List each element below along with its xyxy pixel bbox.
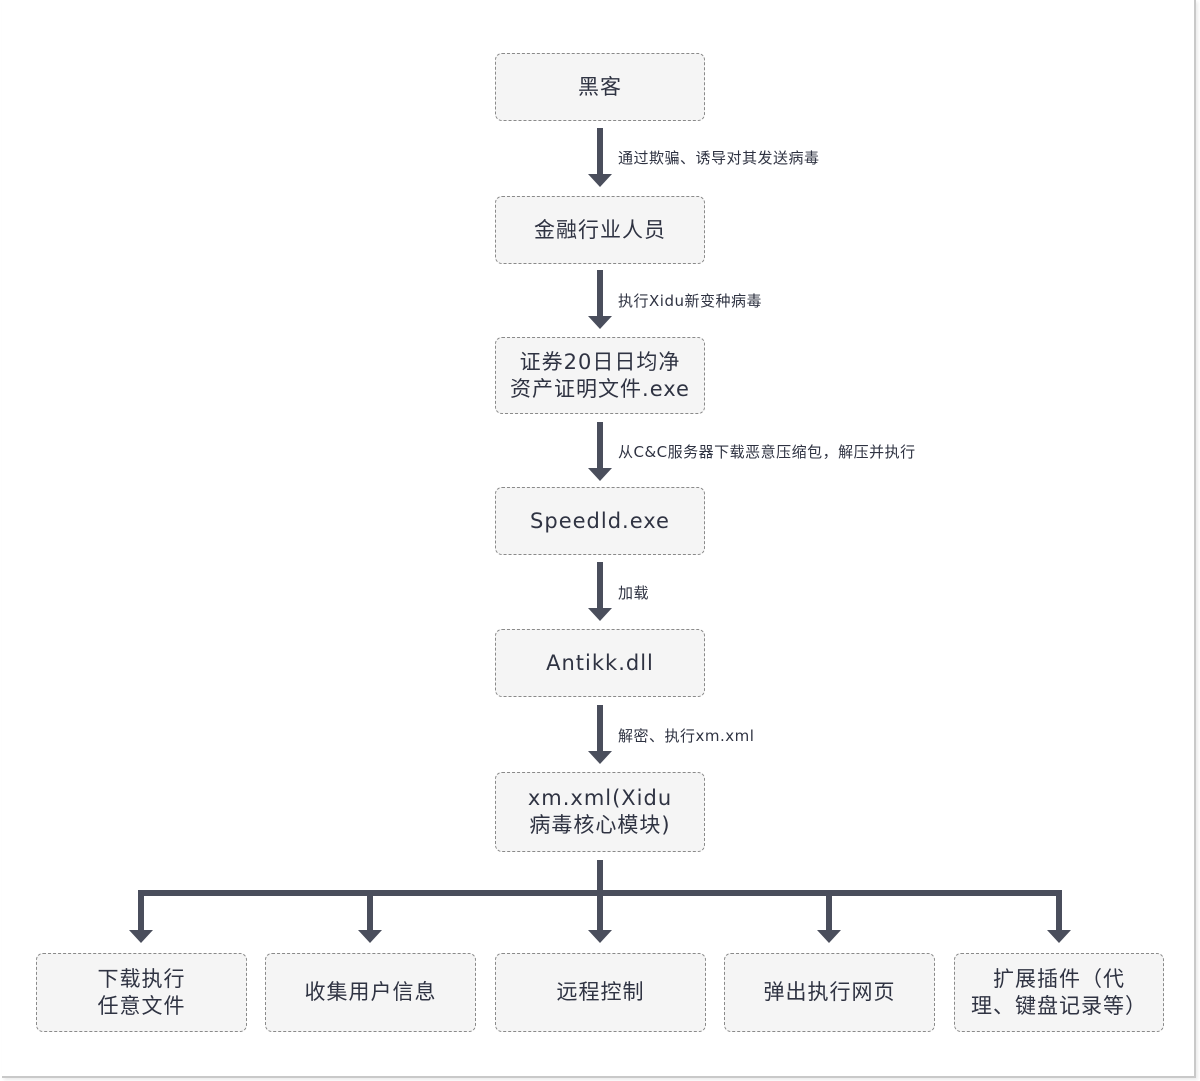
- capability-label-line1: 扩展插件（代: [993, 966, 1125, 991]
- node-finance-staff: 金融行业人员: [495, 196, 705, 264]
- node-core-line1: xm.xml(Xidu: [527, 786, 673, 810]
- edge-label-execute-variant: 执行Xidu新变种病毒: [618, 292, 762, 310]
- edge-label-decrypt-execute: 解密、执行xm.xml: [618, 727, 755, 745]
- arrow-hacker-to-staff: [588, 128, 612, 187]
- node-extension-plugins: 扩展插件（代 理、键盘记录等）: [954, 953, 1164, 1032]
- arrow-staff-to-doc: [588, 270, 612, 329]
- capability-label: 远程控制: [556, 980, 645, 1004]
- node-hacker-label: 黑客: [578, 74, 622, 99]
- fanout-connector: [129, 860, 1071, 943]
- node-hacker: 黑客: [495, 53, 705, 121]
- node-popup-webpage: 弹出执行网页: [724, 953, 935, 1032]
- arrow-antikk-to-core: [588, 705, 612, 764]
- node-collect-user-info: 收集用户信息: [265, 953, 476, 1032]
- node-core-line2: 病毒核心模块): [529, 813, 671, 837]
- node-speedld-label: Speedld.exe: [530, 508, 670, 533]
- node-antikk-label: Antikk.dll: [546, 650, 654, 675]
- capability-label: 收集用户信息: [304, 980, 437, 1004]
- edge-label-send-virus: 通过欺骗、诱导对其发送病毒: [618, 149, 820, 167]
- node-core-module: xm.xml(Xidu 病毒核心模块): [495, 772, 705, 852]
- capability-label-line1: 下载执行: [97, 966, 186, 991]
- arrow-speedld-to-antikk: [588, 562, 612, 621]
- arrow-doc-to-speedld: [588, 422, 612, 481]
- node-finance-staff-label: 金融行业人员: [534, 217, 666, 242]
- capability-label-line2: 任意文件: [97, 993, 186, 1018]
- node-remote-control: 远程控制: [495, 953, 706, 1032]
- node-fake-document-line1: 证券20日日均净: [519, 349, 681, 374]
- node-fake-document-line2: 资产证明文件.exe: [510, 376, 690, 401]
- edge-label-load: 加载: [618, 584, 650, 602]
- node-antikk-dll: Antikk.dll: [495, 629, 705, 697]
- capability-label-line2: 理、键盘记录等）: [971, 993, 1147, 1018]
- node-download-execute-files: 下载执行 任意文件: [36, 953, 247, 1032]
- node-speedld-exe: Speedld.exe: [495, 487, 705, 555]
- edge-label-download-archive: 从C&C服务器下载恶意压缩包，解压并执行: [618, 443, 916, 461]
- node-fake-document-exe: 证券20日日均净 资产证明文件.exe: [495, 337, 705, 414]
- capability-label: 弹出执行网页: [763, 980, 896, 1004]
